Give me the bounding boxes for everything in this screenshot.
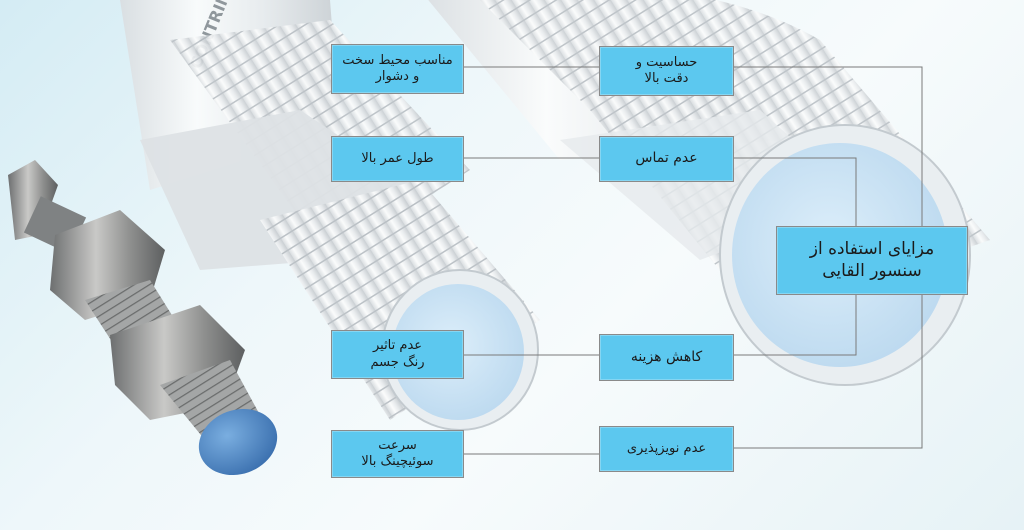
feature-label: سرعت سوئیچینگ بالا xyxy=(361,437,434,469)
line-cost-reduction xyxy=(734,295,857,356)
main-title: مزایای استفاده از سنسور القایی xyxy=(809,239,935,281)
feature-label: حساسیت و دقت بالا xyxy=(635,54,698,86)
feature-label: کاهش هزینه xyxy=(630,348,703,365)
feature-label: عدم نویزپذیری xyxy=(626,440,707,456)
medium-sensor: CONTRINEX xyxy=(120,0,540,431)
feature-box-long-life: طول عمر بالا xyxy=(331,136,464,182)
small-sensor xyxy=(8,160,278,476)
feature-box-switching-speed: سرعت سوئیچینگ بالا xyxy=(331,430,464,478)
feature-box-cost-reduction: کاهش هزینه xyxy=(599,334,734,381)
line-contactless xyxy=(734,157,857,226)
feature-label: عدم تاثیر رنگ جسم xyxy=(370,338,425,370)
feature-box-harsh-environment: مناسب محیط سخت و دشوار xyxy=(331,44,464,94)
feature-label: طول عمر بالا xyxy=(361,150,434,166)
feature-label: عدم تماس xyxy=(635,150,698,167)
feature-box-contactless: عدم تماس xyxy=(599,136,734,182)
feature-box-color-independence: عدم تاثیر رنگ جسم xyxy=(331,330,464,379)
main-title-box: مزایای استفاده از سنسور القایی xyxy=(776,226,968,295)
feature-box-high-accuracy: حساسیت و دقت بالا xyxy=(599,46,734,96)
feature-box-noise-immunity: عدم نویزپذیری xyxy=(599,426,734,472)
feature-label: مناسب محیط سخت و دشوار xyxy=(342,52,453,84)
